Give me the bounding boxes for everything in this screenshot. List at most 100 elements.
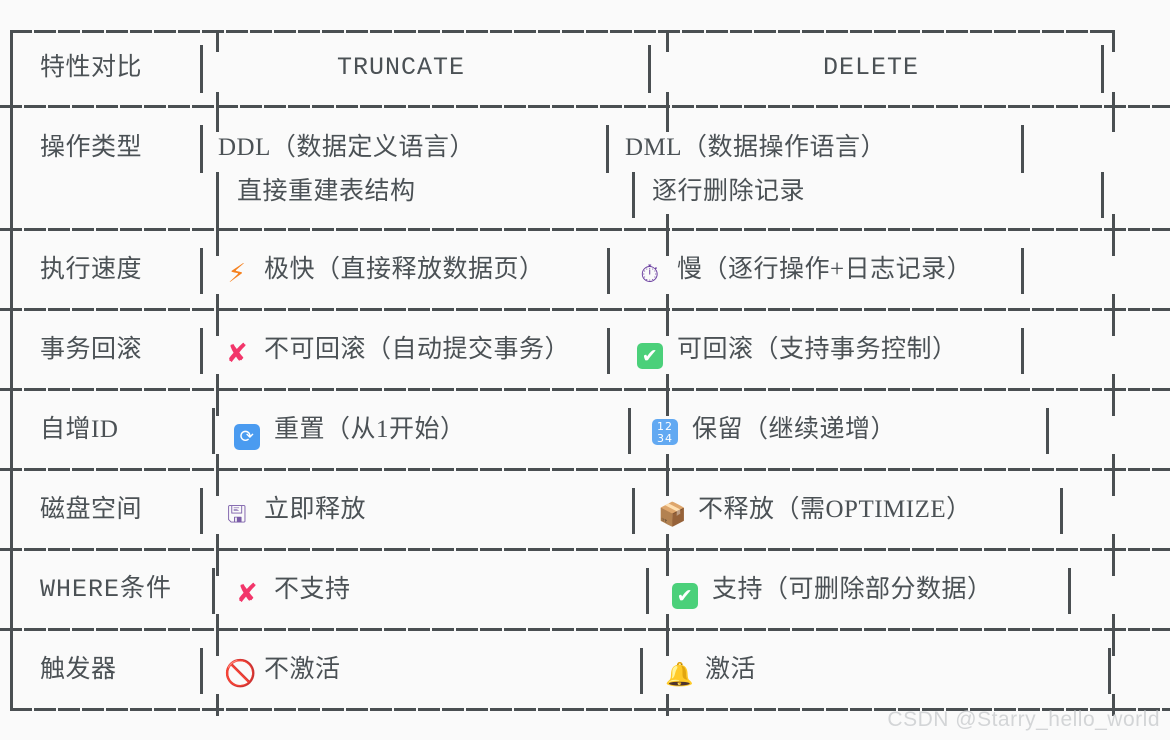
- tick-col2-h: [666, 92, 669, 132]
- lightning-bolt-icon: ⚡: [227, 259, 247, 289]
- table-rule-6: [0, 628, 1170, 631]
- pipe-left-r7: [10, 631, 13, 711]
- watermark: CSDN @Starry_hello_world: [887, 708, 1160, 731]
- row-truncate-0: DDL（数据定义语言）: [218, 134, 475, 161]
- pipe-col1-r5: [200, 488, 203, 534]
- pipe-left-r4: [10, 391, 13, 471]
- row-truncate-4: 🖫 立即释放: [224, 494, 366, 528]
- cross-mark-icon: ✘: [235, 579, 259, 609]
- row-truncate-4-text: 立即释放: [264, 496, 367, 523]
- tick-col1-3: [216, 374, 219, 416]
- pipe-col2-r2: [607, 248, 610, 294]
- tick-right-4: [1112, 454, 1115, 496]
- row-delete-4: 📦不释放（需OPTIMIZE）: [658, 494, 972, 528]
- row-truncate-1: ⚡ 极快（直接释放数据页）: [224, 254, 545, 287]
- pipe-right-r3: [1021, 328, 1024, 374]
- tick-right-2: [1112, 294, 1115, 336]
- row-feature-5: WHERE条件: [40, 575, 173, 604]
- row-delete-0-line2: 逐行删除记录: [652, 178, 806, 205]
- table-rule-1: [0, 228, 1170, 231]
- row-delete-6-text: 激活: [705, 656, 757, 683]
- header-delete: DELETE: [823, 53, 920, 82]
- pipe-left-r3: [10, 311, 13, 391]
- pipe-right-r4: [1046, 408, 1049, 454]
- pipe-right-r5: [1060, 488, 1063, 534]
- pipe-col1-r7: [200, 648, 203, 694]
- tick-col1-5: [216, 534, 219, 576]
- row-truncate-1-text: 极快（直接释放数据页）: [264, 256, 545, 283]
- cross-mark-icon: ✘: [225, 339, 249, 369]
- floppy-disk-icon: 🖫: [226, 502, 248, 528]
- pipe-col1-r6: [212, 568, 215, 614]
- pipe-col1-r3: [200, 328, 203, 374]
- pipe-right-r6: [1068, 568, 1071, 614]
- pipe-left-r2: [10, 231, 13, 311]
- row-delete-3-text: 保留（继续递增）: [692, 416, 897, 443]
- pipe-col2-r7: [640, 648, 643, 694]
- row-truncate-6-text: 不激活: [264, 656, 341, 683]
- table-rule-5: [0, 548, 1170, 551]
- row-truncate-2-text: 不可回滚（自动提交事务）: [264, 336, 571, 363]
- header-feature: 特性对比: [40, 54, 143, 81]
- row-delete-2-text: 可回滚（支持事务控制）: [677, 336, 958, 363]
- bell-icon: 🔔: [665, 662, 695, 688]
- header-truncate: TRUNCATE: [337, 53, 466, 82]
- pipe-col2-r6: [646, 568, 649, 614]
- pipe-col2-header: [648, 45, 651, 93]
- pipe-right-r1b: [1101, 172, 1104, 218]
- tick-col1-4: [216, 454, 219, 496]
- table-rule-bottom: [10, 708, 1170, 711]
- row-truncate-3: ⟳重置（从1开始）: [234, 414, 466, 450]
- table-rule-3: [0, 388, 1170, 391]
- tick-col2-top: [666, 30, 669, 52]
- pipe-col1-r1b: [216, 172, 219, 218]
- table-rule-top: [10, 30, 1115, 33]
- prohibited-icon: 🚫: [224, 659, 257, 689]
- row-delete-5-text: 支持（可删除部分数据）: [712, 576, 993, 603]
- tick-col1-1: [216, 214, 219, 256]
- row-feature-2: 事务回滚: [40, 336, 143, 363]
- pipe-col1-r1: [200, 125, 203, 173]
- tick-right-3: [1112, 374, 1115, 416]
- row-feature-4: 磁盘空间: [40, 496, 143, 523]
- pipe-col2-r1: [606, 125, 609, 173]
- tick-right-5: [1112, 534, 1115, 576]
- pipe-right-r7: [1108, 648, 1111, 694]
- tick-col2-2: [666, 294, 669, 336]
- pipe-right-r1: [1021, 125, 1024, 173]
- row-feature-1: 执行速度: [40, 256, 143, 283]
- tick-col2-6: [666, 614, 669, 656]
- row-feature-6: 触发器: [40, 656, 117, 683]
- package-box-icon: 📦: [658, 502, 688, 528]
- pipe-col2-r5: [632, 488, 635, 534]
- row-delete-0: DML（数据操作语言）: [625, 134, 887, 161]
- pipe-left-r5: [10, 471, 13, 551]
- tick-col2-1: [666, 214, 669, 256]
- table-rule-4: [0, 468, 1170, 471]
- pipe-col2-r3: [607, 328, 610, 374]
- pipe-left-r1b: [10, 168, 13, 230]
- pipe-col2-r1b: [632, 172, 635, 218]
- pipe-left-header: [10, 30, 13, 108]
- tick-right-bot: [1112, 694, 1115, 716]
- row-delete-6: 🔔 激活: [665, 654, 756, 688]
- row-delete-1: ⏱慢（逐行操作+日志记录）: [637, 254, 972, 287]
- tick-col2-4: [666, 454, 669, 496]
- tick-col1-top: [216, 30, 219, 52]
- check-mark-box-icon: ✔: [637, 343, 663, 369]
- row-delete-2: ✔ 可回滚（支持事务控制）: [637, 334, 958, 369]
- row-feature-3: 自增ID: [40, 416, 119, 443]
- row-truncate-3-text: 重置（从1开始）: [274, 416, 466, 443]
- check-mark-box-icon: ✔: [672, 583, 698, 609]
- tick-col2-3: [666, 374, 669, 416]
- row-truncate-5-text: 不支持: [274, 576, 351, 603]
- tick-col1-6: [216, 614, 219, 656]
- pipe-left-r6: [10, 551, 13, 631]
- row-truncate-2: ✘ 不可回滚（自动提交事务）: [224, 334, 570, 367]
- tick-right-top: [1112, 30, 1115, 52]
- tick-right-1: [1112, 214, 1115, 256]
- pipe-col2-r4: [628, 408, 631, 454]
- row-delete-1-text: 慢（逐行操作+日志记录）: [677, 256, 973, 283]
